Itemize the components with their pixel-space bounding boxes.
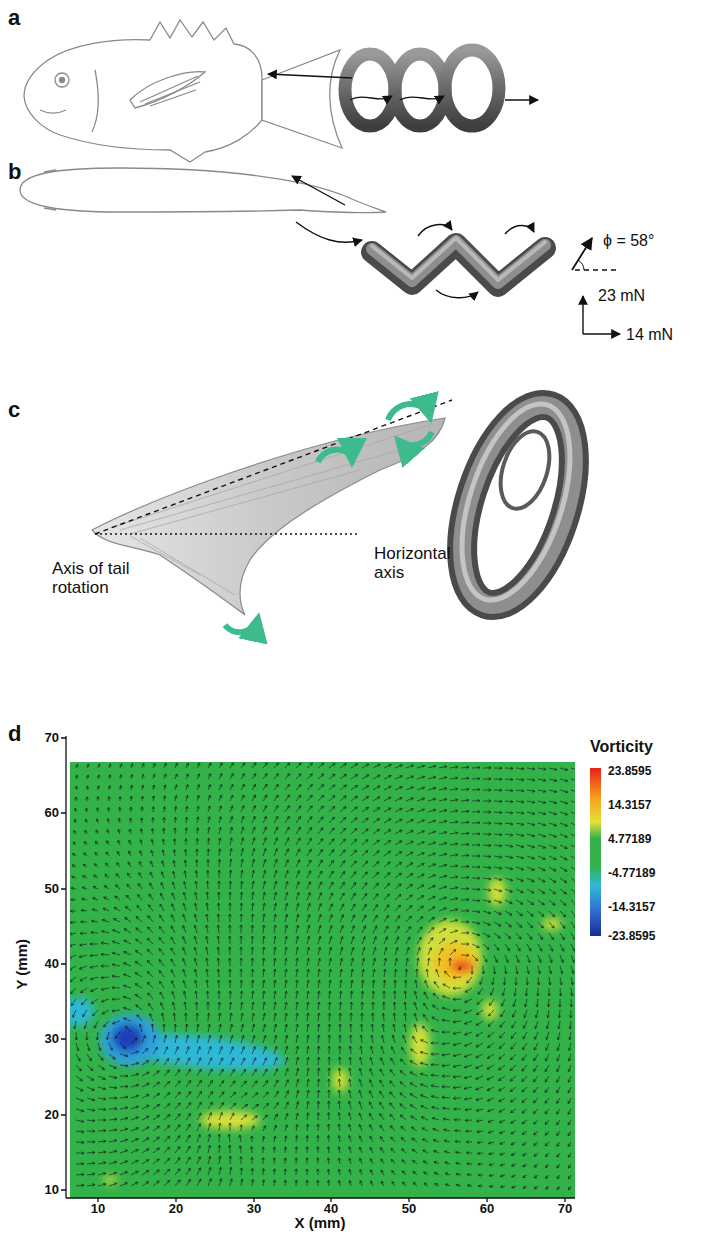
figure-label: 50 <box>45 882 59 896</box>
figure-label: Vorticity <box>590 738 653 756</box>
force-arrows <box>292 176 620 334</box>
linked-vortex-chain <box>372 238 545 286</box>
axis-lines <box>95 400 452 534</box>
figure-label: 50 <box>402 1202 416 1216</box>
figure-label: 40 <box>45 957 59 971</box>
fish-top-view <box>20 168 386 213</box>
sunfish-outline <box>24 20 342 162</box>
figure-label: 20 <box>45 1108 59 1122</box>
rotation-arrows <box>225 404 432 632</box>
velocity-vectors <box>70 763 575 1190</box>
figure-label: -23.8595 <box>608 930 655 943</box>
colorbar <box>590 768 601 936</box>
figure-label: 14 mN <box>626 326 673 344</box>
figure-label: X (mm) <box>295 1215 346 1232</box>
figure-label: -4.77189 <box>608 867 655 880</box>
figure-label: 14.3157 <box>608 799 651 812</box>
figure-label: ϕ = 58° <box>603 232 654 250</box>
figure-label: -14.3157 <box>608 901 655 914</box>
figure-label: 30 <box>247 1202 261 1216</box>
figure-label: 70 <box>45 731 59 745</box>
figure-label: 60 <box>45 806 59 820</box>
panel-letter: d <box>8 722 21 746</box>
figure-label: 60 <box>480 1202 494 1216</box>
vortex-rings <box>345 50 499 126</box>
figure-label: 4.77189 <box>608 833 651 846</box>
figure-label: 23.8595 <box>608 765 651 778</box>
plot-axes <box>61 736 575 1202</box>
vector-arrows <box>70 763 575 1190</box>
vortex-ring-3d <box>440 391 596 619</box>
tail-fin <box>92 418 445 615</box>
panel-letter: c <box>8 398 20 422</box>
figure-label: 10 <box>45 1183 59 1197</box>
figure-label: Horizontal axis <box>374 545 466 582</box>
figure-label: Axis of tail rotation <box>52 560 172 597</box>
figure-label: 70 <box>558 1202 572 1216</box>
panel-letter: b <box>8 160 21 184</box>
figure-label: 10 <box>91 1202 105 1216</box>
figure-label: 30 <box>45 1032 59 1046</box>
figure-label: Y (mm) <box>14 939 31 990</box>
figure-label: 23 mN <box>598 287 645 305</box>
figure-label: 20 <box>169 1202 183 1216</box>
flow-arrows <box>268 74 538 100</box>
vorticity-field <box>70 762 575 1198</box>
panel-letter: a <box>8 6 20 30</box>
